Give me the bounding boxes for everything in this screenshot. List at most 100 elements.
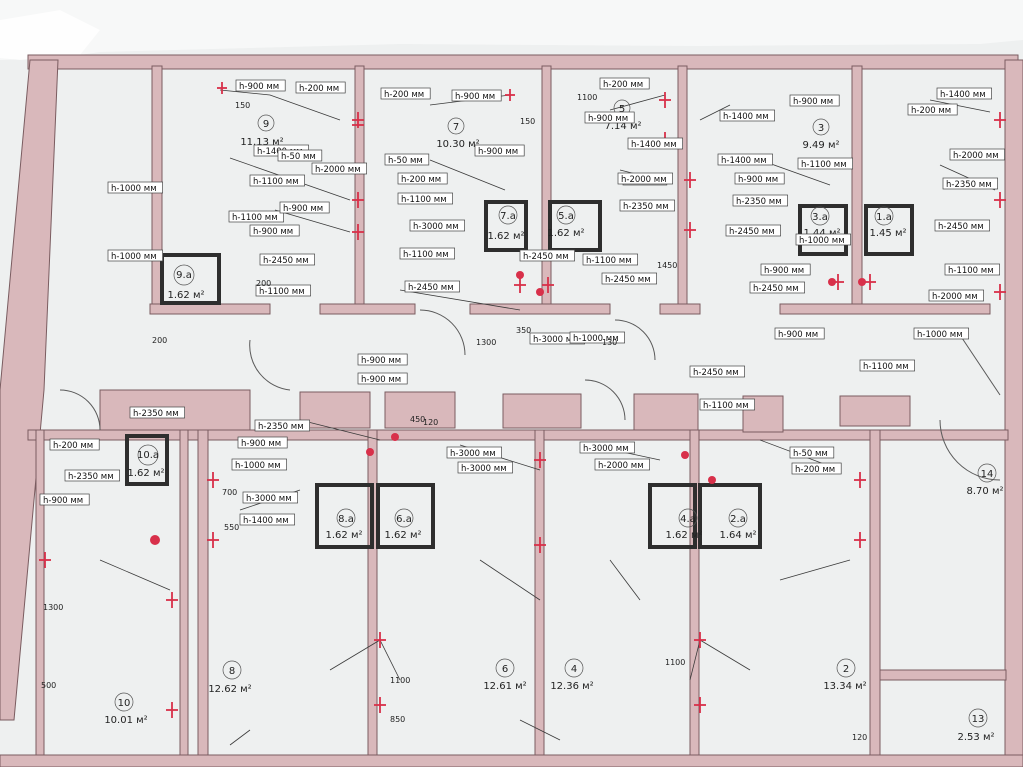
svg-text:10.01 м²: 10.01 м² [104, 715, 147, 726]
svg-text:5.a: 5.a [558, 211, 574, 222]
height-label-text: h-1400 мм [723, 112, 769, 122]
height-label-box [107, 249, 163, 262]
height-label-text: h-3000 мм [583, 444, 629, 454]
height-label-text: h-200 мм [911, 106, 951, 116]
dimension-value: 850 [390, 715, 405, 724]
room-label-4a: 4.a 1.62 м² [666, 508, 703, 541]
height-label: h-1400 мм [717, 153, 773, 166]
height-label: h-200 мм [791, 462, 842, 475]
svg-text:9: 9 [263, 119, 269, 130]
height-label-text: h-200 мм [384, 90, 424, 100]
height-label: h-1100 мм [249, 174, 305, 187]
svg-text:1.45 м²: 1.45 м² [870, 228, 907, 239]
height-label: h-2350 мм [254, 419, 310, 432]
svg-text:1.62 м²: 1.62 м² [666, 530, 703, 541]
height-label-box [582, 253, 638, 266]
height-label: h-2000 мм [928, 289, 984, 302]
height-label: h-200 мм [49, 438, 100, 451]
height-label-text: h-900 мм [588, 114, 628, 124]
height-label-box [451, 89, 502, 102]
height-label: h-200 мм [397, 172, 448, 185]
height-label: h-900 мм [235, 79, 286, 92]
height-label: h-900 мм [474, 144, 525, 157]
height-label: h-2450 мм [404, 280, 460, 293]
height-label-text: h-2450 мм [729, 227, 775, 237]
svg-text:6.a: 6.a [396, 514, 412, 525]
room-label-9: 9 11.13 м² [240, 114, 284, 148]
svg-text:13: 13 [972, 714, 985, 725]
ceiling-lights [150, 271, 866, 545]
height-label: h-2000 мм [594, 458, 650, 471]
height-label: h-2000 мм [949, 148, 1005, 161]
height-label: h-2450 мм [519, 249, 575, 262]
height-label-text: h-1400 мм [721, 156, 767, 166]
height-label-text: h-1400 мм [940, 90, 986, 100]
height-label: h-1400 мм [239, 513, 295, 526]
height-label-text: h-50 мм [388, 156, 423, 166]
height-label-text: h-900 мм [253, 227, 293, 237]
height-label-text: h-900 мм [241, 439, 281, 449]
height-label-box [579, 441, 635, 454]
height-label: h-1400 мм [936, 87, 992, 100]
height-label-text: h-50 мм [281, 152, 316, 162]
height-label-box [254, 419, 310, 432]
svg-text:9.a: 9.a [176, 270, 192, 281]
height-label: h-1100 мм [582, 253, 638, 266]
height-label-box [357, 353, 408, 366]
paper-scrap [0, 10, 100, 60]
height-label-box [397, 172, 448, 185]
svg-text:1.a: 1.a [876, 212, 892, 223]
svg-text:8: 8 [229, 666, 235, 677]
svg-text:3.a: 3.a [812, 212, 828, 223]
height-label: h-1100 мм [699, 398, 755, 411]
dimension-value: 200 [256, 279, 271, 288]
height-label: h-1100 мм [228, 210, 284, 223]
height-label-text: h-2450 мм [263, 256, 309, 266]
height-label-text: h-1000 мм [235, 461, 281, 471]
height-label-text: h-1100 мм [703, 401, 749, 411]
height-label-text: h-900 мм [793, 97, 833, 107]
svg-text:1.44 м²: 1.44 м² [804, 228, 841, 239]
height-label-box [599, 77, 650, 90]
height-label-text: h-900 мм [738, 175, 778, 185]
svg-text:1.62 м²: 1.62 м² [168, 290, 205, 301]
height-label: h-2000 мм [617, 172, 673, 185]
svg-text:8.70 м²: 8.70 м² [967, 486, 1004, 497]
svg-text:10: 10 [118, 698, 131, 709]
height-label-box [39, 493, 90, 506]
height-label-box [719, 109, 775, 122]
height-label: h-2450 мм [689, 365, 745, 378]
height-label-text: h-2450 мм [693, 368, 739, 378]
height-label-text: h-2450 мм [408, 283, 454, 293]
height-label: h-1100 мм [255, 284, 311, 297]
svg-text:2.53 м²: 2.53 м² [958, 732, 995, 743]
height-label-text: h-1100 мм [863, 362, 909, 372]
height-label: h-3000 мм [242, 491, 298, 504]
height-label-box [397, 192, 453, 205]
height-label: h-900 мм [584, 111, 635, 124]
height-label-text: h-1100 мм [401, 195, 447, 205]
height-label-text: h-900 мм [455, 92, 495, 102]
height-label-text: h-900 мм [764, 266, 804, 276]
height-label-text: h-1100 мм [253, 177, 299, 187]
svg-text:4.a: 4.a [680, 514, 696, 525]
dimension-value: 1300 [43, 603, 63, 612]
height-label-box [311, 162, 367, 175]
height-label-box [774, 327, 825, 340]
height-label-text: h-200 мм [401, 175, 441, 185]
room-label-6a: 6.a 1.62 м² [385, 508, 422, 541]
height-label: h-1000 мм [569, 331, 625, 344]
height-label-text: h-200 мм [795, 465, 835, 475]
height-label-box [129, 406, 185, 419]
height-label-text: h-2000 мм [598, 461, 644, 471]
dimension-value: 450 [410, 415, 425, 424]
height-label-text: h-200 мм [53, 441, 93, 451]
height-label-text: h-1000 мм [917, 330, 963, 340]
height-label: h-1100 мм [859, 359, 915, 372]
height-label: h-900 мм [279, 201, 330, 214]
height-label: h-2350 мм [64, 469, 120, 482]
height-label-box [699, 398, 755, 411]
height-label-box [279, 201, 330, 214]
height-label-box [235, 79, 286, 92]
height-label: h-1000 мм [231, 458, 287, 471]
